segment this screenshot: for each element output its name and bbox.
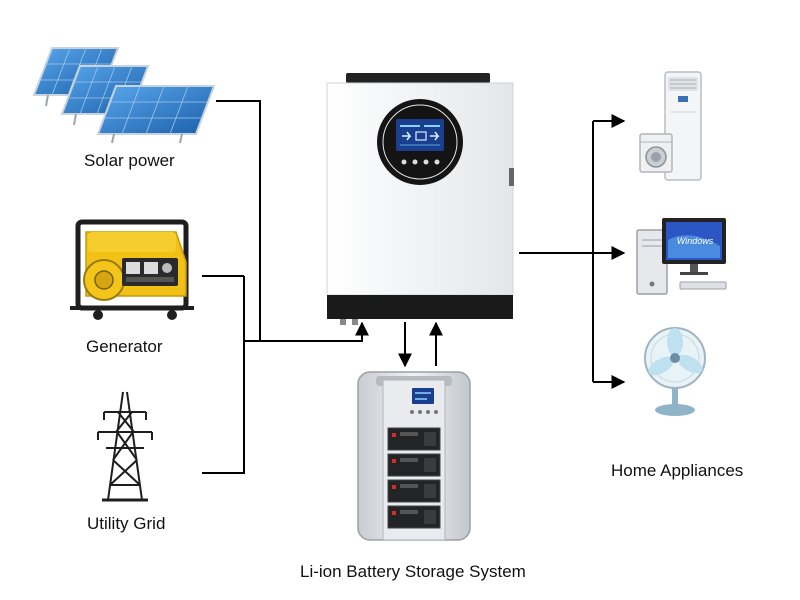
windows-logo-text: Windows <box>677 236 714 246</box>
battery-module <box>387 505 441 529</box>
solar-panels-icon <box>32 47 216 144</box>
trunk-to-inverter <box>244 321 369 342</box>
grid-line <box>202 276 245 474</box>
battery-display <box>412 388 434 404</box>
home-appliances-label: Home Appliances <box>611 461 744 480</box>
hybrid-inverter <box>326 73 514 325</box>
utility-grid-label: Utility Grid <box>87 514 166 533</box>
generator-icon <box>70 219 194 320</box>
solar-line <box>216 100 261 341</box>
battery-cabinet <box>357 371 471 541</box>
battery-storage-label: Li-ion Battery Storage System <box>300 562 526 581</box>
battery-module <box>387 453 441 477</box>
electric-fan-icon <box>644 327 706 416</box>
connection-lines <box>202 100 626 474</box>
inverter-button[interactable] <box>412 159 418 165</box>
washing-machine-icon <box>639 133 673 173</box>
inverter-button[interactable] <box>423 159 429 165</box>
battery-module <box>387 479 441 503</box>
inverter-button[interactable] <box>401 159 407 165</box>
transmission-tower-icon <box>97 391 153 502</box>
battery-module <box>387 427 441 451</box>
computer-icon: Windows <box>636 218 727 295</box>
solar-panel <box>96 85 216 144</box>
air-conditioner-icon <box>664 71 702 181</box>
solar-power-label: Solar power <box>84 151 175 170</box>
generator-label: Generator <box>86 337 163 356</box>
inverter-button[interactable] <box>434 159 440 165</box>
